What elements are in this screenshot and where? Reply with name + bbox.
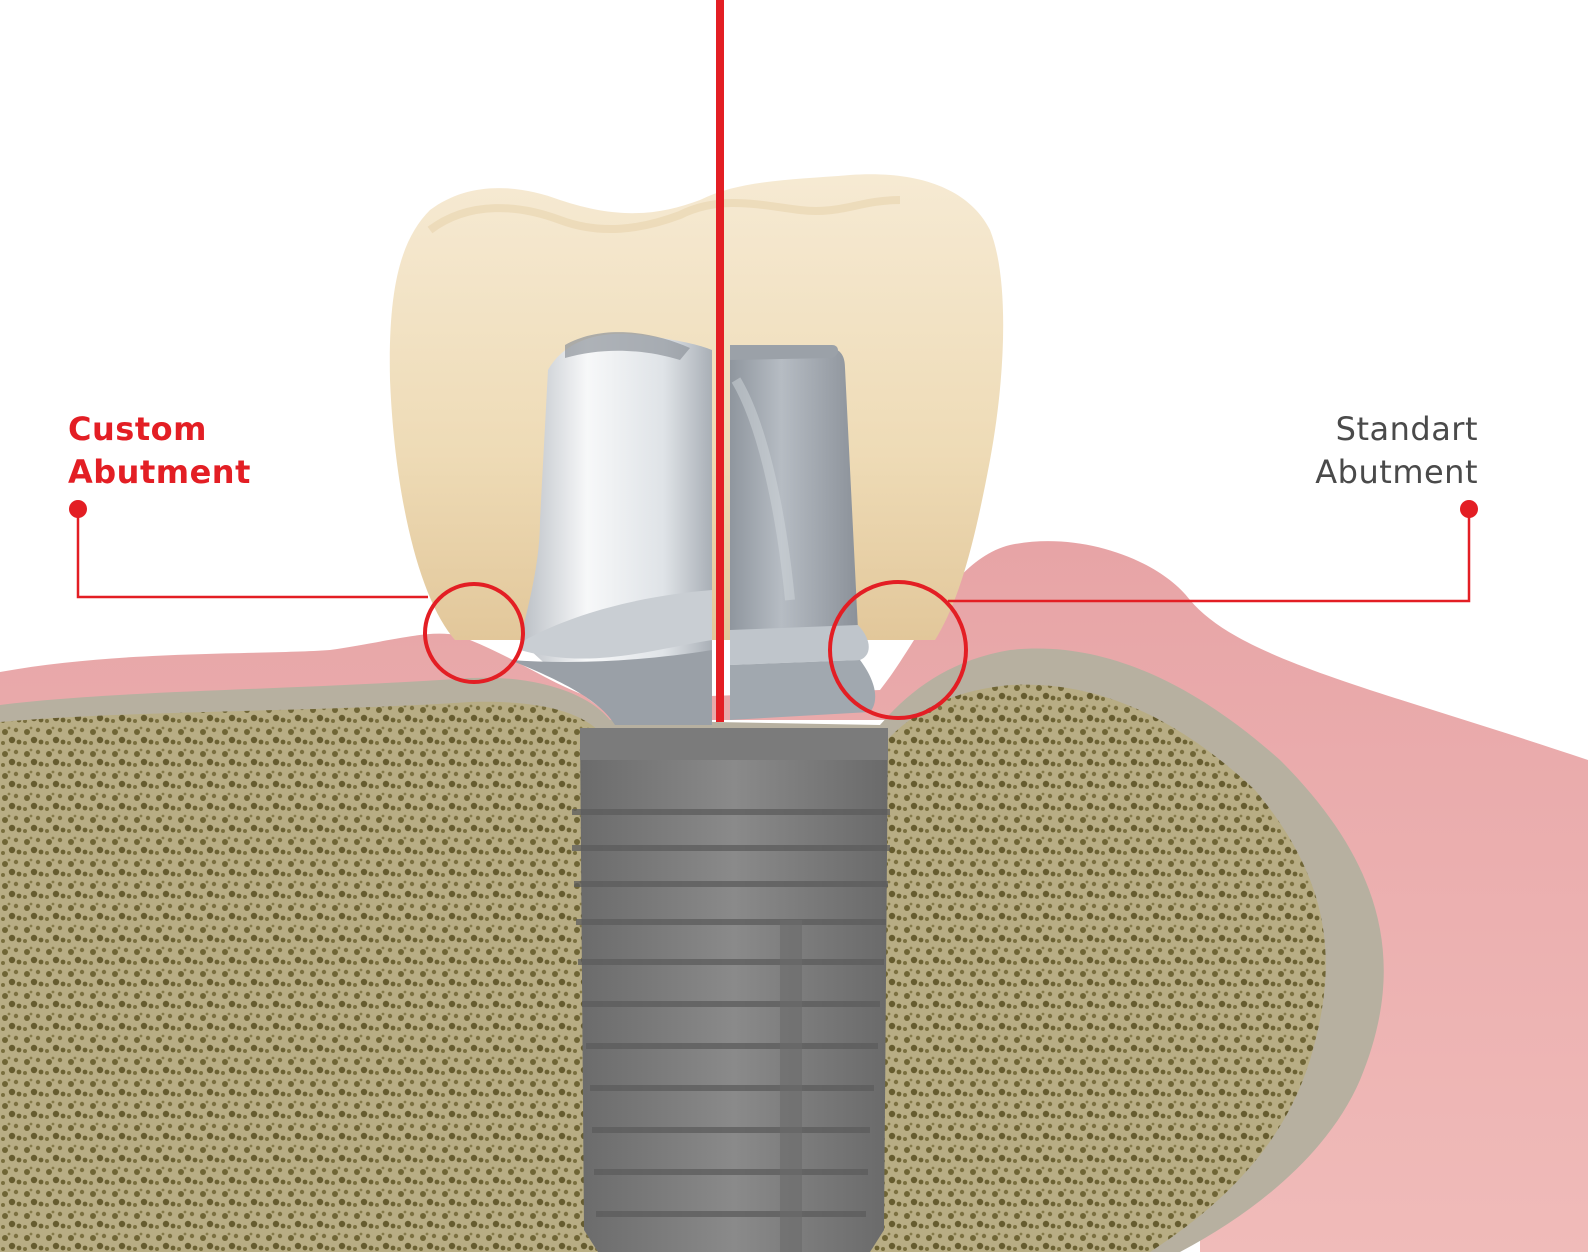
custom-abutment-label: Custom Abutment	[68, 408, 251, 494]
custom-leader-line	[78, 509, 428, 597]
standard-abutment-label: Standart Abutment	[1315, 408, 1478, 494]
custom-label-line2: Abutment	[68, 451, 251, 494]
standard-label-line1: Standart	[1315, 408, 1478, 451]
standard-label-line2: Abutment	[1315, 451, 1478, 494]
custom-label-line1: Custom	[68, 408, 251, 451]
implant-fixture	[572, 728, 890, 1252]
